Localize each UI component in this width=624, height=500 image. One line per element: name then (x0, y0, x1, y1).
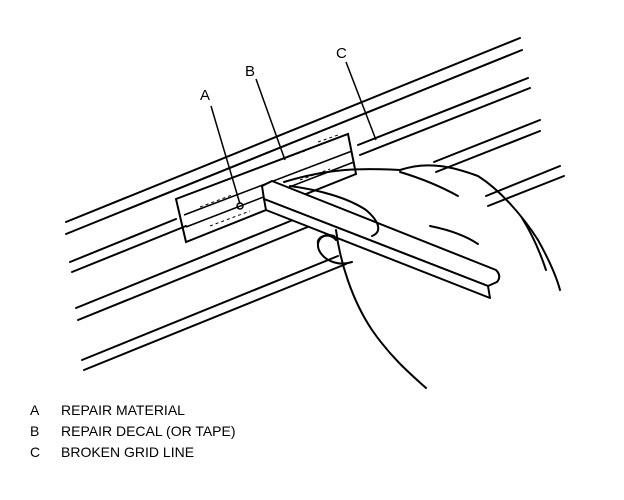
callout-c: C (336, 45, 347, 62)
grid-line-2b-right (359, 87, 531, 156)
legend-text: REPAIR MATERIAL (61, 402, 185, 418)
legend-key: A (30, 402, 40, 418)
hand-back-outline (283, 164, 561, 291)
rear-window-grid-repair-illustration: A B C (65, 37, 565, 389)
callout-a: A (200, 87, 210, 104)
window-grid-lines (65, 37, 565, 371)
finger-crease (429, 225, 479, 245)
leader-b (255, 78, 286, 161)
grid-line-2b-left (71, 225, 187, 273)
grid-line-4a-left (81, 255, 339, 361)
legend-item-c: C BROKEN GRID LINE (30, 442, 236, 463)
grid-line-2a-right (357, 77, 529, 146)
palm-lower (335, 229, 427, 389)
callout-b: B (245, 63, 255, 80)
stick-top-face (261, 180, 501, 287)
knuckle-line (399, 171, 459, 197)
leader-c (345, 61, 377, 141)
decal-sheen-marks (199, 134, 339, 227)
wrist-line (521, 217, 547, 271)
grid-line-3a-left (75, 208, 321, 309)
legend-item-b: B REPAIR DECAL (OR TAPE) (30, 421, 236, 442)
grid-line-3a-right (433, 119, 541, 163)
thumb-nail (316, 234, 337, 245)
grid-line-4b-right (487, 175, 565, 207)
grid-line-4b-left (83, 263, 347, 371)
grid-line-1b (65, 49, 523, 235)
leader-a (210, 105, 241, 205)
legend-text: BROKEN GRID LINE (61, 444, 195, 460)
legend-key: C (30, 444, 41, 460)
applicator-stick (261, 180, 501, 299)
stick-side-face (263, 198, 491, 299)
callout-leaders (210, 61, 377, 205)
grid-line-2a-left (69, 218, 177, 263)
legend-key: B (30, 423, 40, 439)
grid-line-3b-left (77, 221, 321, 321)
legend-text: REPAIR DECAL (OR TAPE) (61, 423, 236, 439)
hand-drawing (283, 164, 561, 389)
grid-line-1a (65, 37, 521, 223)
grid-line-3b-right (435, 130, 541, 173)
repair-decal-outline (174, 132, 358, 244)
callout-legend: A REPAIR MATERIAL B REPAIR DECAL (OR TAP… (30, 400, 236, 463)
index-finger (289, 185, 380, 237)
legend-item-a: A REPAIR MATERIAL (30, 400, 236, 421)
